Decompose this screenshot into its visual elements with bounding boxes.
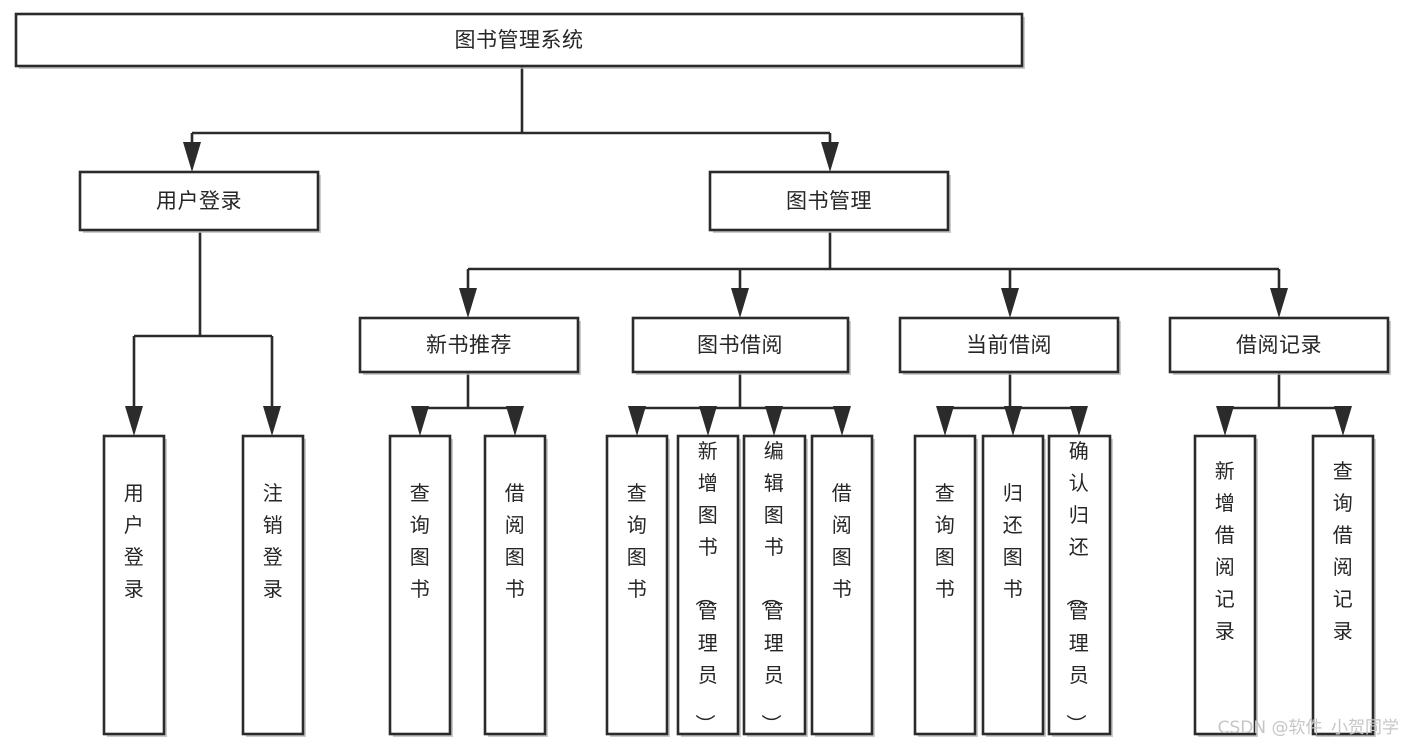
arrowhead-leaf-return-book xyxy=(1004,406,1022,436)
node-root-box xyxy=(14,12,1024,68)
leaf-return-book[interactable]: 归还图书 xyxy=(981,434,1046,737)
arrowhead-leaf-add-record xyxy=(1216,406,1234,436)
csdn-watermark: CSDN @软件_小贺同学 xyxy=(1218,718,1399,738)
leaf-add-book-box xyxy=(676,434,740,736)
node-book-manage-box xyxy=(708,170,950,232)
arrowhead-user-login xyxy=(183,142,201,172)
leaf-borrow-book-1[interactable]: 借阅图书 xyxy=(483,434,548,737)
leaf-confirm-return-label: 确认归还（管理员） xyxy=(1064,439,1090,735)
arrowhead-new-book-rec xyxy=(459,288,477,318)
leaf-return-book-label: 归还图书 xyxy=(1003,481,1024,601)
leaf-user-login-label: 用户登录 xyxy=(124,481,145,601)
node-user-login-label: 用户登录 xyxy=(156,189,242,213)
arrowhead-leaf-query-record xyxy=(1334,406,1352,436)
node-book-borrow-box xyxy=(631,316,850,374)
leaf-query-book-2-label: 查询图书 xyxy=(627,481,648,601)
leaf-query-book-2[interactable]: 查询图书 xyxy=(605,434,670,737)
node-current-borrow[interactable]: 当前借阅 xyxy=(898,316,1121,375)
leaf-query-book-3[interactable]: 查询图书 xyxy=(913,434,978,737)
leaf-logout-box xyxy=(241,434,305,736)
arrowhead-current-borrow xyxy=(1001,288,1019,318)
leaf-borrow-book-1-label: 借阅图书 xyxy=(505,481,526,601)
leaf-user-login-box xyxy=(102,434,166,736)
arrowhead-leaf-borrow-book-1 xyxy=(506,406,524,436)
node-book-manage-label: 图书管理 xyxy=(786,189,872,213)
leaf-query-record-box xyxy=(1311,434,1375,736)
leaf-confirm-return[interactable]: 确认归还（管理员） xyxy=(1047,434,1113,737)
arrowhead-leaf-query-book-2 xyxy=(628,406,646,436)
arrowhead-book-borrow xyxy=(731,288,749,318)
leaf-query-book-1-label: 查询图书 xyxy=(410,481,431,601)
node-root[interactable]: 图书管理系统 xyxy=(14,12,1025,69)
arrowhead-leaf-query-book-3 xyxy=(936,406,954,436)
node-borrow-record[interactable]: 借阅记录 xyxy=(1168,316,1391,375)
arrowhead-leaf-logout xyxy=(263,406,281,436)
leaf-add-record-label: 新增借阅记录 xyxy=(1215,459,1236,643)
leaf-borrow-book-2-label: 借阅图书 xyxy=(832,481,853,601)
leaf-add-record[interactable]: 新增借阅记录 xyxy=(1193,434,1258,737)
leaf-query-book-2-box xyxy=(605,434,669,736)
leaf-query-record-label: 查询借阅记录 xyxy=(1333,459,1354,643)
leaf-confirm-return-box xyxy=(1047,434,1112,736)
leaf-logout[interactable]: 注销登录 xyxy=(241,434,306,737)
node-book-manage[interactable]: 图书管理 xyxy=(708,170,951,233)
arrowhead-leaf-user-login xyxy=(125,406,143,436)
leaf-return-book-box xyxy=(981,434,1045,736)
node-borrow-record-label: 借阅记录 xyxy=(1236,333,1322,357)
node-user-login[interactable]: 用户登录 xyxy=(78,170,321,233)
node-new-book-rec-box xyxy=(358,316,580,374)
leaf-user-login[interactable]: 用户登录 xyxy=(102,434,167,737)
arrowhead-leaf-query-book-1 xyxy=(411,406,429,436)
node-root-label: 图书管理系统 xyxy=(455,28,584,52)
leaf-borrow-book-2-box xyxy=(810,434,874,736)
node-new-book-rec[interactable]: 新书推荐 xyxy=(358,316,581,375)
leaf-query-book-1[interactable]: 查询图书 xyxy=(388,434,453,737)
leaf-add-book-label: 新增图书（管理员） xyxy=(693,439,719,735)
node-current-borrow-box xyxy=(898,316,1120,374)
leaf-logout-label: 注销登录 xyxy=(263,481,284,601)
node-current-borrow-label: 当前借阅 xyxy=(966,333,1052,357)
leaf-query-book-3-label: 查询图书 xyxy=(935,481,956,601)
arrowhead-leaf-borrow-book-2 xyxy=(833,406,851,436)
leaf-query-record[interactable]: 查询借阅记录 xyxy=(1311,434,1376,737)
leaf-borrow-book-1-box xyxy=(483,434,547,736)
arrowhead-leaf-confirm-return xyxy=(1070,406,1088,436)
leaf-borrow-book-2[interactable]: 借阅图书 xyxy=(810,434,875,737)
leaf-query-book-3-box xyxy=(913,434,977,736)
leaf-add-book[interactable]: 新增图书（管理员） xyxy=(676,434,741,737)
arrowhead-book-manage xyxy=(821,142,839,172)
leaf-edit-book-box xyxy=(742,434,807,736)
connector-layer xyxy=(125,66,1352,436)
arrowhead-leaf-add-book xyxy=(699,406,717,436)
leaf-edit-book[interactable]: 编辑图书（管理员） xyxy=(742,434,808,737)
leaf-edit-book-label: 编辑图书（管理员） xyxy=(759,439,785,735)
leaf-query-book-1-box xyxy=(388,434,452,736)
node-new-book-rec-label: 新书推荐 xyxy=(426,333,512,357)
node-book-borrow-label: 图书借阅 xyxy=(697,333,783,357)
leaf-add-record-box xyxy=(1193,434,1257,736)
node-book-borrow[interactable]: 图书借阅 xyxy=(631,316,851,375)
arrowhead-leaf-edit-book xyxy=(765,406,783,436)
node-borrow-record-box xyxy=(1168,316,1390,374)
arrowhead-borrow-record xyxy=(1270,288,1288,318)
node-user-login-box xyxy=(78,170,320,232)
